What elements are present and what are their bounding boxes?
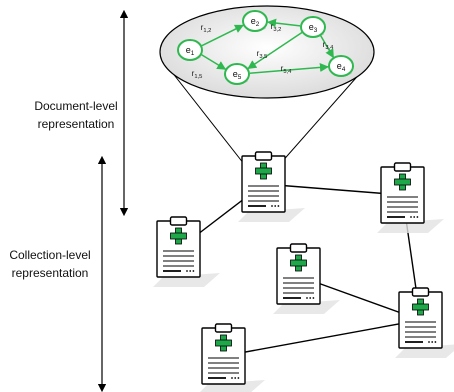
node-label-e3: e3 (309, 22, 318, 34)
edge-label-3-4: r3,4 (323, 40, 334, 51)
document-level-label-line-2: representation (37, 117, 115, 131)
link-doc-e-doc-f (223, 319, 421, 357)
graph-nodes: e1 e2 e3 e4 e5 (177, 10, 354, 85)
medical-cross-icon (170, 227, 187, 245)
edge-label-3-5: r3,5 (257, 49, 268, 60)
medical-cross-icon (215, 334, 232, 352)
document-level-label-line-1: Document-level (34, 99, 118, 113)
node-label-e2: e2 (251, 16, 260, 28)
medical-cross-icon (255, 162, 272, 180)
document-icon-doc-a (238, 151, 305, 222)
edge-e3-e2: r3,2 (267, 18, 301, 33)
graph-edges: r1,2 r3,2 r3,4 r3,5 r1,5 r5,4 (192, 18, 334, 80)
document-icon-doc-c (153, 216, 220, 287)
medical-cross-icon (412, 298, 429, 316)
document-icon-doc-b (377, 162, 444, 233)
document-icon-doc-f (200, 323, 265, 392)
node-e3: e3 (300, 16, 326, 38)
edge-e1-e5: r1,5 (192, 54, 227, 80)
document-level-label: Document-level representation (26, 97, 126, 133)
edge-e5-e4: r5,4 (249, 62, 329, 75)
node-e5: e5 (224, 63, 250, 85)
zoom-funnel (163, 61, 371, 165)
document-icon-doc-e (395, 287, 454, 358)
document-icon-doc-d (273, 243, 340, 314)
collection-level-label: Collection-level representation (0, 246, 100, 282)
node-e4: e4 (328, 55, 354, 77)
node-label-e1: e1 (186, 45, 195, 57)
edge-label-5-4: r5,4 (281, 64, 292, 75)
edge-label-1-5: r1,5 (192, 69, 203, 80)
edge-e3-e5: r3,5 (247, 31, 303, 70)
medical-cross-icon (394, 173, 411, 191)
edge-label-1-2: r1,2 (201, 23, 212, 34)
collection-level-label-line-2: representation (11, 266, 89, 280)
edge-e3-e4: r3,4 (319, 35, 334, 59)
medical-cross-icon (290, 254, 307, 272)
collection-level-label-line-1: Collection-level (9, 248, 91, 262)
link-doc-a-doc-b (263, 183, 403, 196)
node-e1: e1 (177, 39, 203, 61)
edge-label-3-2: r3,2 (271, 22, 282, 33)
edge-e1-e2: r1,2 (201, 23, 244, 47)
document-icons (153, 151, 454, 392)
node-e2: e2 (242, 10, 268, 32)
node-label-e5: e5 (233, 69, 242, 81)
node-label-e4: e4 (337, 61, 346, 73)
